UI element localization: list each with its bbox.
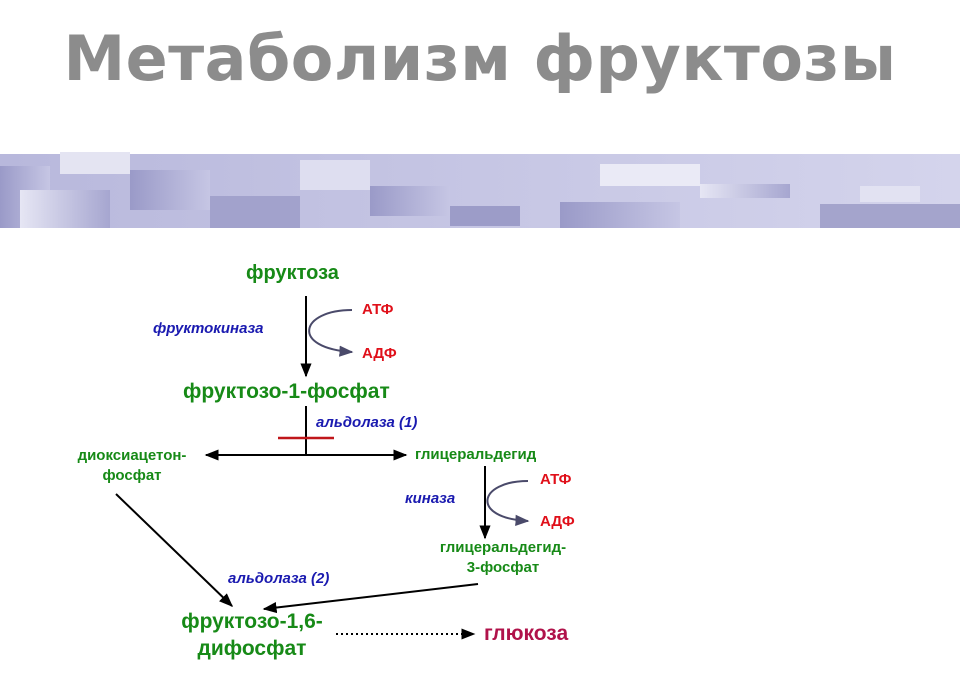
enzyme-aldolase-2: альдолаза (2): [228, 570, 330, 587]
node-fbp-line1: фруктозо-1,6-: [181, 610, 323, 633]
node-dhap-line2: фосфат: [102, 467, 162, 484]
node-glyceraldehyde: глицеральдегид: [415, 446, 537, 463]
cofactor-atp-2: АТФ: [540, 471, 572, 488]
node-g3p: глицеральдегид- 3-фосфат: [418, 538, 588, 578]
cofactor-adp-2: АДФ: [540, 513, 575, 530]
cofactor-adp-1: АДФ: [362, 345, 397, 362]
node-fbp-line2: дифосфат: [197, 637, 307, 660]
arrow-dhap-to-fbp: [115, 493, 234, 607]
enzyme-fructokinase: фруктокиназа: [153, 320, 264, 337]
node-dhap-line1: диоксиацетон-: [77, 447, 187, 464]
enzyme-aldolase-1: альдолаза (1): [316, 414, 418, 431]
node-dhap: диоксиацетон- фосфат: [56, 446, 208, 486]
cofactor-atp-1: АТФ: [362, 301, 394, 318]
node-g3p-line1: глицеральдегид-: [439, 539, 567, 556]
node-fructose-1-phosphate: фруктозо-1-фосфат: [183, 380, 390, 403]
decorative-banner: [0, 152, 960, 228]
node-g3p-line2: 3-фосфат: [466, 559, 540, 576]
page-title: Метаболизм фруктозы: [63, 22, 897, 95]
node-fructose: фруктоза: [246, 262, 339, 284]
node-glucose: глюкоза: [484, 622, 569, 645]
enzyme-kinase: киназа: [405, 490, 456, 507]
node-fructose-1-6-bisphosphate: фруктозо-1,6- дифосфат: [164, 608, 340, 662]
atp-adp-curve-1: [308, 309, 354, 357]
atp-adp-curve-2: [486, 480, 530, 526]
arrow-g3p-to-fbp: [262, 583, 479, 614]
